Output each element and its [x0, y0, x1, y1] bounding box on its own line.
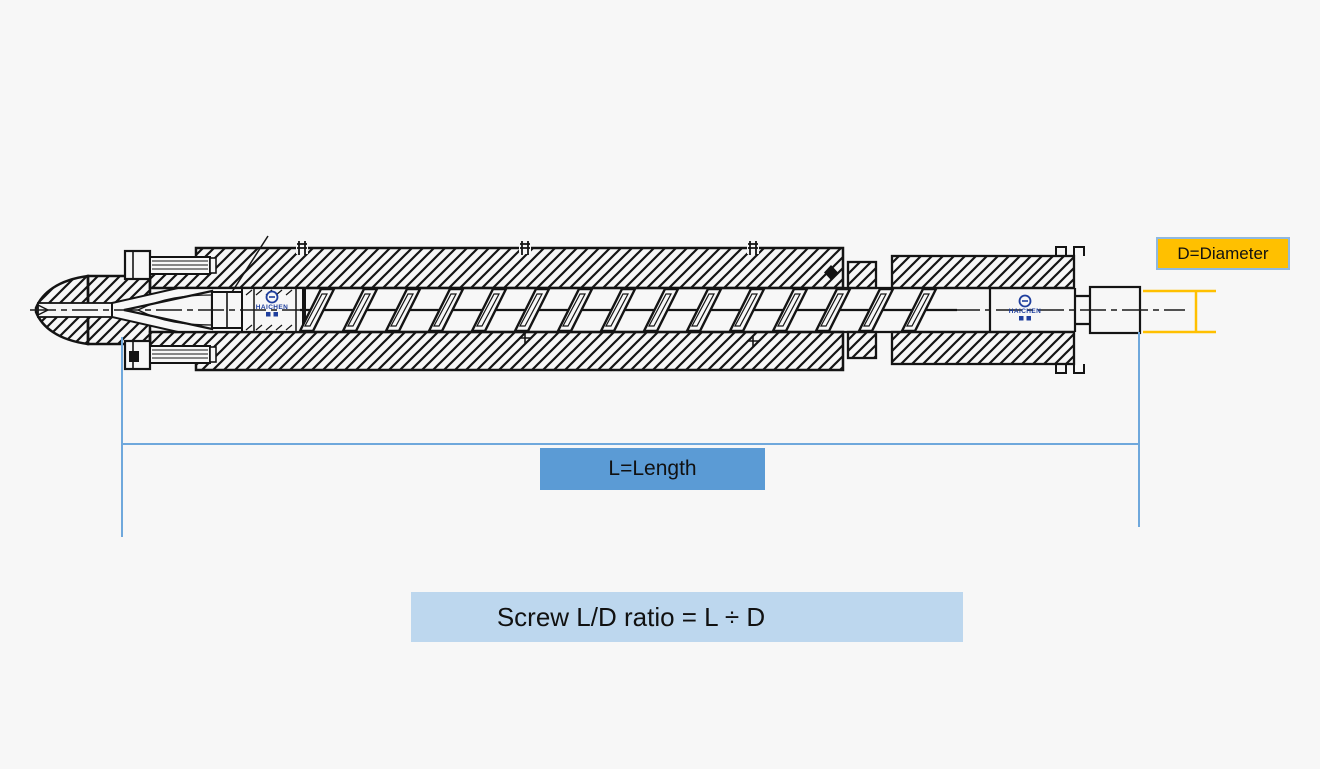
screw-flights — [298, 287, 938, 333]
diamond-marker — [824, 265, 838, 280]
length-label: L=Length — [540, 448, 765, 490]
brand-logo-right — [1007, 294, 1043, 322]
diameter-dimension-lines — [1143, 289, 1216, 334]
length-dimension-lines — [121, 332, 1140, 537]
diameter-label: D=Diameter — [1156, 237, 1290, 270]
barrel-studs — [296, 240, 838, 347]
flange-bolts — [123, 249, 217, 371]
ld-ratio-formula-label: Screw L/D ratio = L ÷ D — [411, 592, 963, 642]
